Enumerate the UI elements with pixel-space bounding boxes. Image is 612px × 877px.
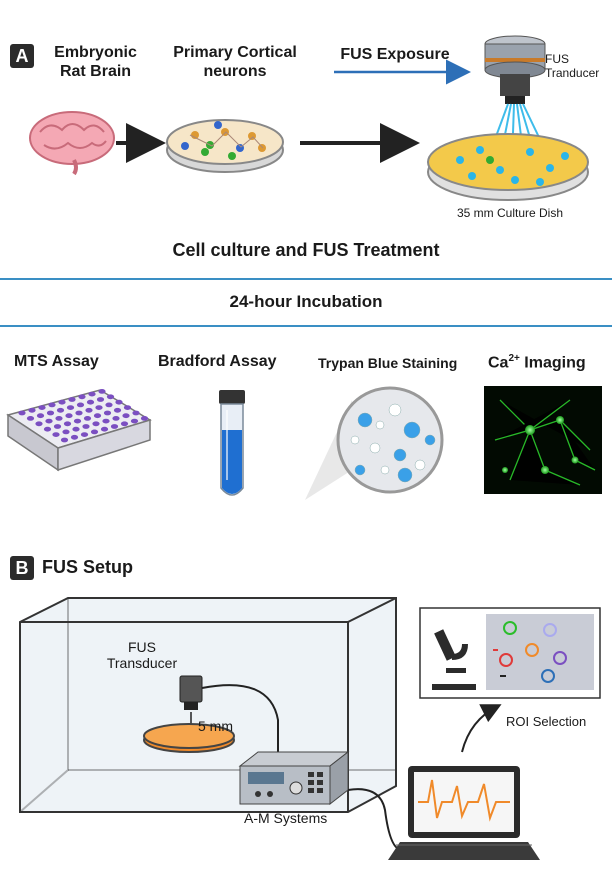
step-fus-exposure-label: FUS Exposure [340,46,450,63]
panel-a-badge: A [10,44,34,68]
transducer-label: FUS Tranducer [545,52,600,80]
trypan-blue-label: Trypan Blue Staining [318,355,458,371]
divider-top [0,278,612,280]
roi-selection-label: ROI Selection [506,714,587,729]
step-rat-brain-label: Embryonic Rat Brain [54,44,137,80]
fus-transducer-icon [484,35,546,104]
transducer-b-label: FUS Transducer [106,639,178,671]
calcium-imaging-label: Ca2+ Imaging [488,353,586,372]
step-cortical-neurons-label: Primary Cortical neurons [173,44,297,80]
amplifier-label: A-M Systems [244,810,328,826]
mts-assay-label: MTS Assay [14,353,99,370]
panel-b-badge: B [10,556,34,580]
dish-label: 35 mm Culture Dish [456,206,564,220]
distance-label: 5 mm [198,718,233,734]
calcium-ca: Ca [488,354,509,372]
calcium-superscript: 2+ [508,353,520,364]
calcium-imaging-word: Imaging [519,354,586,372]
rat-brain-icon [29,111,115,176]
section-title: Cell culture and FUS Treatment [172,240,440,260]
neuron-dish-icon [166,119,284,173]
bradford-assay-label: Bradford Assay [158,353,277,370]
culture-dish-icon [427,133,589,201]
incubation-label: 24-hour Incubation [229,292,383,311]
divider-bottom [0,325,612,327]
panel-b-title: FUS Setup [42,557,134,577]
